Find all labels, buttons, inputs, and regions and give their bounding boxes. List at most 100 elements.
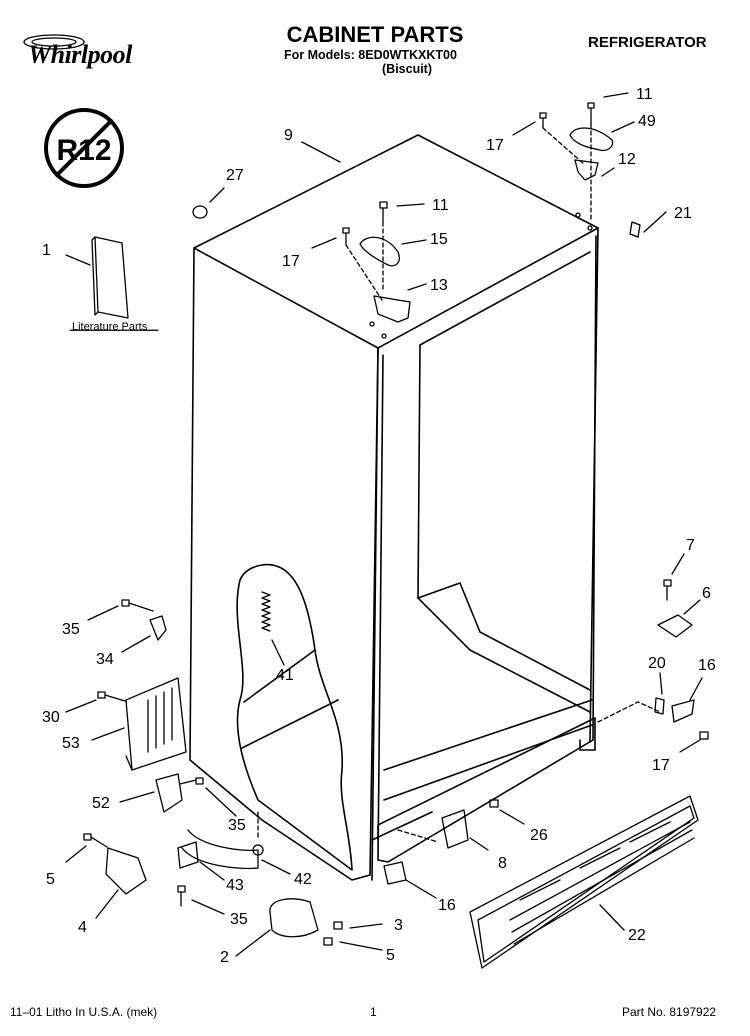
leader-26 — [499, 809, 525, 825]
leader-9 — [301, 141, 341, 163]
callout-21: 21 — [674, 205, 692, 222]
bracket-16b — [383, 861, 407, 885]
part-4 — [105, 847, 147, 895]
callout-12: 12 — [618, 151, 636, 168]
callout-30: 30 — [42, 709, 60, 726]
leader-3 — [349, 923, 383, 929]
leader-17a — [512, 121, 536, 136]
leader-11b — [396, 203, 425, 207]
callout-15: 15 — [430, 231, 448, 248]
leader-13 — [407, 283, 427, 291]
callout-11a: 11 — [636, 86, 653, 103]
callout-16b: 16 — [438, 897, 456, 914]
part-52 — [155, 773, 197, 813]
bracket-8 — [441, 809, 469, 849]
tube-42 — [181, 829, 259, 870]
bracket-53 — [125, 677, 187, 771]
screw-35a — [121, 599, 154, 612]
callout-13: 13 — [430, 277, 448, 294]
leader-7 — [671, 553, 685, 575]
callout-1: 1 — [42, 242, 51, 259]
leader-27 — [209, 187, 225, 203]
leader-5b — [339, 941, 383, 951]
leader-8 — [469, 837, 489, 851]
callout-7: 7 — [686, 537, 695, 554]
top-hinge-center — [342, 201, 411, 339]
screw-30 — [97, 691, 126, 702]
callout-27: 27 — [226, 167, 244, 184]
screw-26 — [489, 799, 499, 808]
r12-badge-text: R12 — [56, 134, 111, 167]
leader-43 — [199, 861, 225, 881]
callout-35b: 35 — [228, 817, 246, 834]
color-line: (Biscuit) — [382, 62, 432, 76]
callout-52: 52 — [92, 795, 110, 812]
leader-35b — [205, 787, 237, 817]
leader-22 — [599, 904, 625, 931]
leader-4 — [95, 889, 119, 919]
leader-15 — [401, 239, 427, 245]
screw-5b — [323, 937, 333, 946]
leader-16b — [405, 879, 437, 899]
callout-49: 49 — [638, 113, 656, 130]
callout-17b: 17 — [282, 253, 300, 270]
leader-34 — [121, 635, 151, 653]
models-line: For Models: 8ED0WTKXKT00 — [284, 48, 457, 62]
leader-2 — [235, 929, 271, 957]
callout-4: 4 — [78, 919, 87, 936]
page-title: CABINET PARTS — [286, 22, 464, 47]
leader-41 — [271, 639, 285, 666]
screw-35c — [177, 885, 186, 907]
clamp-43 — [177, 841, 199, 869]
callout-35c: 35 — [230, 911, 248, 928]
logo-swoosh-icon — [23, 34, 85, 50]
plug-27 — [192, 205, 208, 219]
callout-5b: 5 — [386, 947, 395, 964]
screw-3 — [333, 921, 343, 930]
callout-22: 22 — [628, 927, 646, 944]
leader-1 — [65, 254, 91, 266]
screw-35b-head — [195, 777, 204, 785]
no-r12-icon — [44, 108, 124, 188]
callout-9: 9 — [284, 127, 293, 144]
leader-21 — [643, 211, 667, 233]
callout-53: 53 — [62, 735, 80, 752]
callout-34: 34 — [96, 651, 114, 668]
callout-11b: 11 — [432, 197, 449, 214]
leader-52 — [119, 791, 155, 803]
shim-20 — [654, 697, 665, 715]
footer-page-number: 1 — [370, 1005, 377, 1019]
leader-16a — [689, 677, 703, 701]
callout-43: 43 — [226, 877, 244, 894]
screw-5a — [83, 833, 108, 848]
leader-49 — [611, 121, 635, 133]
callout-20: 20 — [648, 655, 666, 672]
leader-30 — [65, 699, 97, 713]
callout-41: 41 — [276, 667, 294, 684]
footer-part-number: Part No. 8197922 — [622, 1005, 717, 1019]
leader-17b — [311, 237, 337, 249]
callout-16a: 16 — [698, 657, 716, 674]
screw-7 — [663, 579, 672, 601]
callout-6: 6 — [702, 585, 711, 602]
clip-21 — [629, 221, 641, 238]
top-hinge-right — [539, 102, 614, 231]
leader-5a — [65, 845, 87, 863]
coil-41 — [261, 591, 271, 632]
footer-litho: 11–01 Litho In U.S.A. (mek) — [10, 1005, 158, 1019]
bracket-16a — [671, 699, 695, 723]
screw-17c — [699, 731, 709, 740]
toe-grille-22 — [469, 795, 699, 969]
callout-42: 42 — [294, 871, 312, 888]
leader-42 — [261, 859, 291, 875]
callout-17c: 17 — [652, 757, 670, 774]
cabinet-body — [189, 134, 599, 881]
leader-35c — [191, 899, 225, 915]
leader-35a — [87, 605, 119, 621]
callout-8: 8 — [498, 855, 507, 872]
callout-17a: 17 — [486, 137, 504, 154]
literature-booklet — [91, 236, 129, 319]
callout-35a: 35 — [62, 621, 80, 638]
leader-17c — [679, 739, 701, 753]
bracket-6 — [657, 614, 693, 638]
